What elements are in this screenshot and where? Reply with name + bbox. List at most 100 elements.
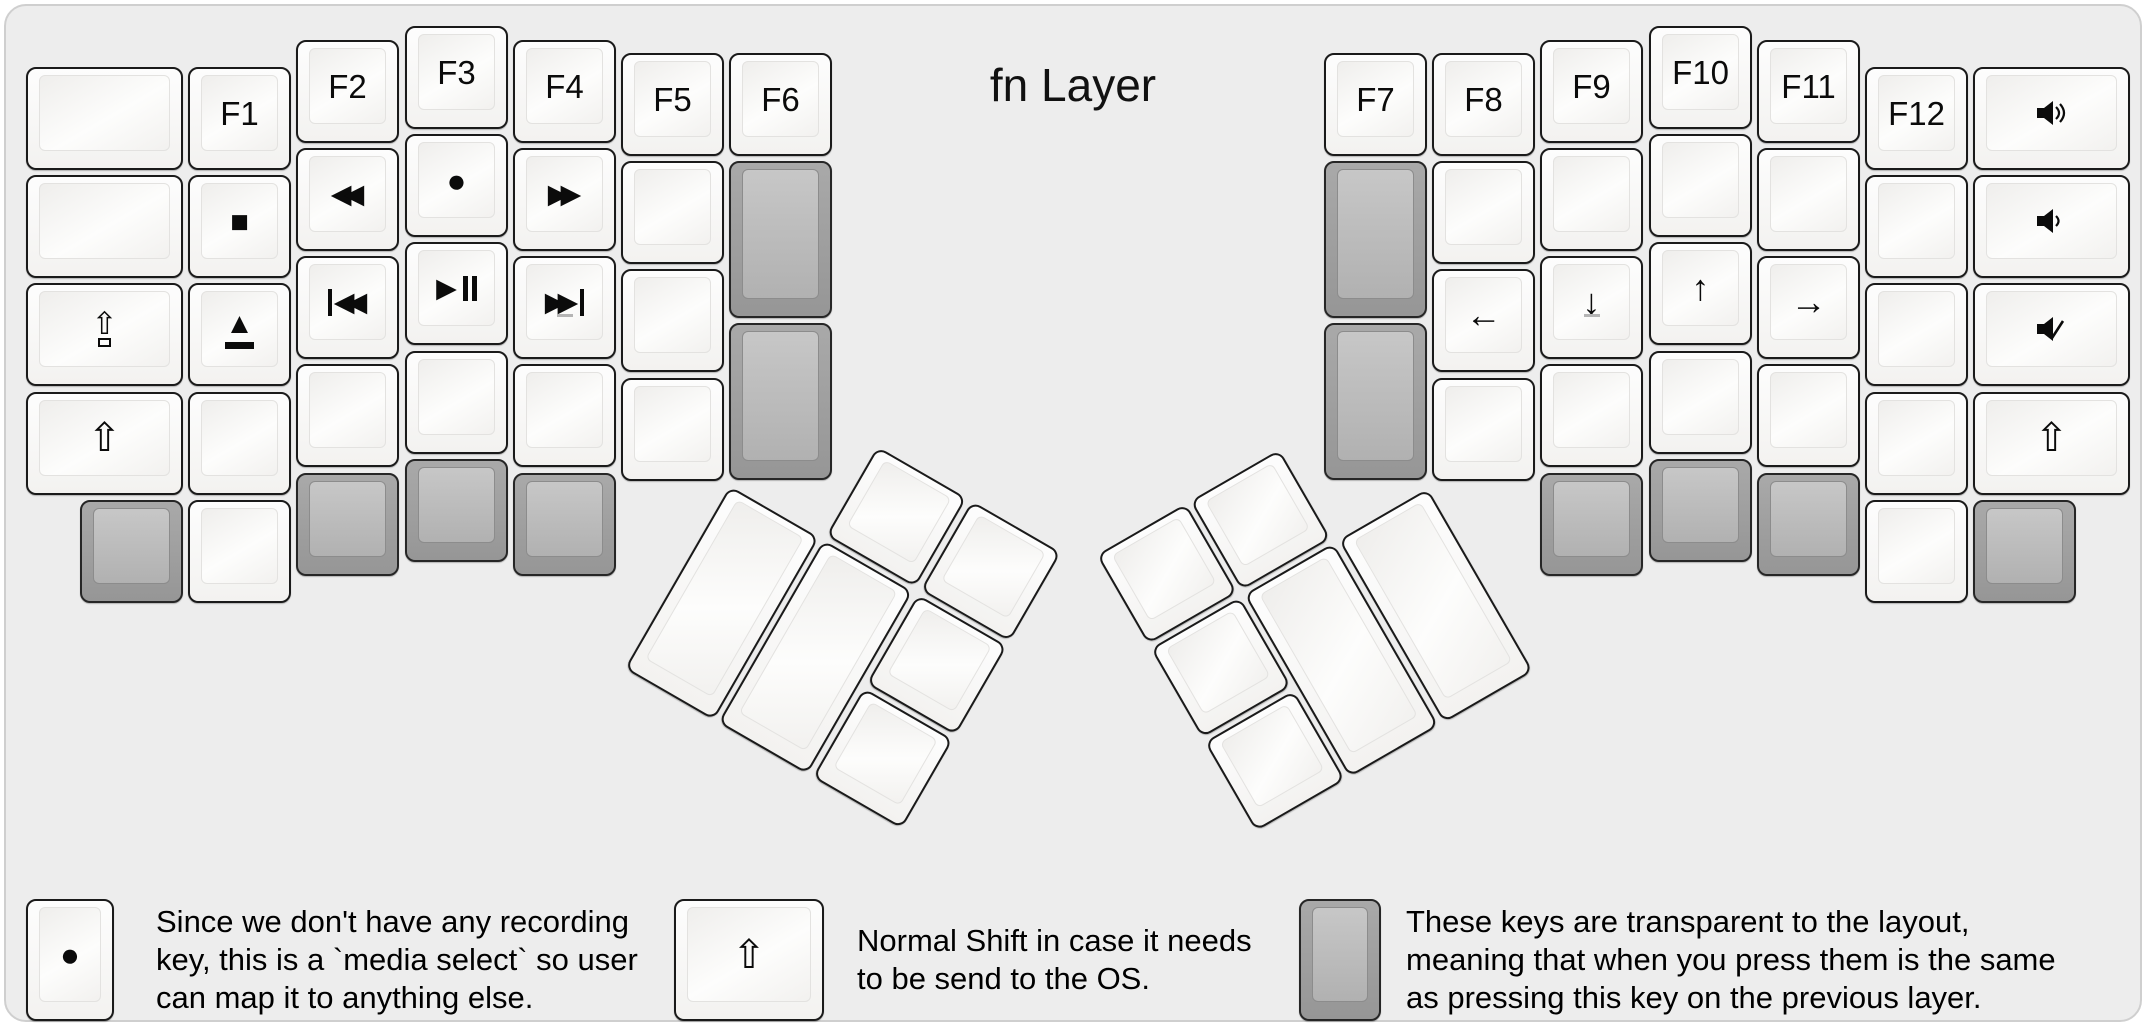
key-f9[interactable]: F9: [1540, 40, 1643, 143]
key-transparent[interactable]: [729, 161, 832, 318]
key-f2[interactable]: F2: [296, 40, 399, 143]
keycap-top: ▲: [201, 291, 278, 367]
key-mute[interactable]: [1973, 283, 2130, 386]
keycap-top: ▶▶: [526, 156, 603, 232]
key-blank[interactable]: [188, 500, 291, 603]
front-dash: [1583, 314, 1600, 317]
key-blank[interactable]: [1432, 161, 1535, 264]
key-rewind[interactable]: ◀◀: [296, 148, 399, 251]
key-f6[interactable]: F6: [729, 53, 832, 156]
eject-icon: ▲: [225, 309, 254, 349]
keycap-top: F7: [1337, 61, 1414, 137]
key-transparent[interactable]: [1324, 161, 1427, 318]
key-transparent[interactable]: [729, 323, 832, 480]
key-blank[interactable]: [1540, 364, 1643, 467]
key-shift[interactable]: ⇧: [1973, 392, 2130, 495]
key-blank[interactable]: [1757, 364, 1860, 467]
key-arrow-right[interactable]: →: [1757, 256, 1860, 359]
key-blank[interactable]: [513, 364, 616, 467]
key-blank[interactable]: [296, 364, 399, 467]
key-fast-forward[interactable]: ▶▶: [513, 148, 616, 251]
keycap-top: [201, 400, 278, 476]
key-eject[interactable]: ▲: [188, 283, 291, 386]
arrow-up-icon: ↑: [1691, 267, 1710, 308]
keycap-top: [634, 386, 711, 462]
key-transparent[interactable]: [296, 473, 399, 576]
keycap-top: ⇧: [39, 291, 170, 367]
keycap-top: [1770, 372, 1847, 448]
stop-icon: ■: [230, 203, 249, 239]
shift-icon: ⇧: [87, 416, 122, 460]
keycap-top: [742, 331, 819, 461]
keycap-top: ⇧: [687, 907, 811, 1002]
key-f3[interactable]: F3: [405, 26, 508, 129]
key-shift-lock[interactable]: ⇧: [26, 283, 183, 386]
key-blank[interactable]: [1540, 148, 1643, 251]
key-arrow-up[interactable]: ↑: [1649, 242, 1752, 345]
key-blank[interactable]: [1865, 392, 1968, 495]
keycap-top: [39, 183, 170, 259]
keycap-top: [742, 169, 819, 299]
keycap-top: ▶▶: [526, 264, 603, 340]
keycap-top: [1165, 610, 1271, 715]
record-icon: ●: [60, 936, 80, 973]
key-transparent[interactable]: [80, 500, 183, 603]
key-arrow-left[interactable]: ←: [1432, 269, 1535, 372]
key-f7[interactable]: F7: [1324, 53, 1427, 156]
keycap-top: F4: [526, 48, 603, 124]
key-blank[interactable]: [26, 67, 183, 170]
keycap-top: [846, 459, 952, 565]
key-f4[interactable]: F4: [513, 40, 616, 143]
keycap-top: ●: [418, 142, 495, 218]
keycap-top: [941, 514, 1046, 619]
key-transparent[interactable]: [513, 473, 616, 576]
key-blank[interactable]: [621, 269, 724, 372]
key-transparent[interactable]: [1973, 500, 2076, 603]
key-transparent[interactable]: [1649, 459, 1752, 562]
keycap-top: [1205, 462, 1311, 568]
key-play-pause[interactable]: ▶: [405, 242, 508, 345]
key-blank[interactable]: [188, 392, 291, 495]
key-transparent[interactable]: [1324, 323, 1427, 480]
key-stop[interactable]: ■: [188, 175, 291, 278]
key-transparent[interactable]: [1540, 473, 1643, 576]
key-blank[interactable]: [1649, 351, 1752, 454]
keycap-top: [1312, 907, 1368, 1002]
key-record[interactable]: ●: [405, 134, 508, 237]
key-blank[interactable]: [1432, 378, 1535, 481]
keycap-top: ◀◀: [309, 264, 386, 340]
key-transparent[interactable]: [405, 459, 508, 562]
shift-lock-icon: ⇧: [92, 308, 117, 348]
key-next-track[interactable]: ▶▶: [513, 256, 616, 359]
key-f11[interactable]: F11: [1757, 40, 1860, 143]
key-blank[interactable]: [621, 161, 724, 264]
key-blank[interactable]: [1865, 283, 1968, 386]
play-pause-icon: ▶: [436, 274, 477, 302]
keycap-top: F2: [309, 48, 386, 124]
keycap-top: F3: [418, 34, 495, 110]
key-shift[interactable]: ⇧: [26, 392, 183, 495]
key-transparent[interactable]: [1757, 473, 1860, 576]
key-blank[interactable]: [1757, 148, 1860, 251]
key-f1[interactable]: F1: [188, 67, 291, 170]
key-blank[interactable]: [1865, 500, 1968, 603]
key-volume-up[interactable]: [1973, 67, 2130, 170]
key-arrow-down[interactable]: ↓: [1540, 256, 1643, 359]
key-prev-track[interactable]: ◀◀: [296, 256, 399, 359]
shift-icon: ⇧: [732, 932, 766, 977]
keycap-top: [1986, 291, 2117, 367]
key-blank[interactable]: [405, 351, 508, 454]
key-f5[interactable]: F5: [621, 53, 724, 156]
keycap-top: ⇧: [39, 400, 170, 476]
keycap-top: ↓: [1553, 264, 1630, 340]
key-volume-down[interactable]: [1973, 175, 2130, 278]
key-f8[interactable]: F8: [1432, 53, 1535, 156]
key-blank[interactable]: [621, 378, 724, 481]
key-blank[interactable]: [1649, 134, 1752, 237]
key-blank[interactable]: [1865, 175, 1968, 278]
key-blank[interactable]: [26, 175, 183, 278]
key-f10[interactable]: F10: [1649, 26, 1752, 129]
key-f12[interactable]: F12: [1865, 67, 1968, 170]
